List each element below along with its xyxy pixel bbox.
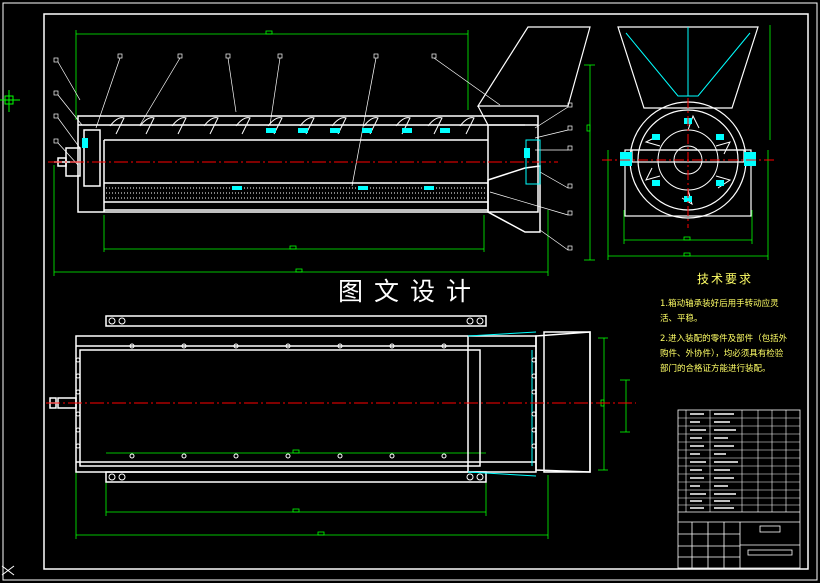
technical-requirement-item-1: 1.箱动轴承装好后用手转动应灵活、平稳。 [660, 299, 779, 324]
paddle-blocks [82, 128, 530, 190]
screw-flights [109, 117, 475, 135]
front-view-leaders [57, 57, 569, 251]
front-view [48, 26, 595, 276]
outlet-flange [525, 139, 541, 185]
parts-list-entries [690, 413, 738, 509]
top-view-dimensions [75, 337, 630, 539]
technical-requirements: 技术要求 1.箱动轴承装好后用手转动应灵活、平稳。 2.进入装配的零件及部件（包… [660, 270, 790, 382]
drawing-title: 图文设计 [338, 277, 483, 306]
front-view-leader-tags [53, 53, 573, 251]
side-view [602, 25, 776, 260]
side-paddles [620, 118, 756, 202]
top-view [46, 315, 636, 539]
side-view-centerlines [602, 98, 776, 228]
side-hopper [617, 26, 759, 109]
title-block [677, 409, 801, 569]
crosshair-marker-bottom [1, 565, 15, 576]
technical-requirements-heading: 技术要求 [696, 272, 753, 286]
top-view-parts [467, 331, 537, 477]
parts-list-table [678, 410, 800, 512]
feed-hopper [476, 26, 591, 126]
top-frame [49, 315, 591, 483]
front-view-dimensions [53, 30, 595, 276]
side-hopper-inner [625, 27, 751, 97]
top-bolts [75, 317, 537, 481]
side-view-dimensions [607, 25, 771, 260]
crosshair-marker-top [0, 90, 20, 112]
screw-housing [54, 115, 541, 233]
screen-perforation [106, 187, 486, 199]
technical-requirement-item-2: 2.进入装配的零件及部件（包括外购件、外协件），均必须具有检验部门的合格证方能进… [660, 334, 788, 374]
